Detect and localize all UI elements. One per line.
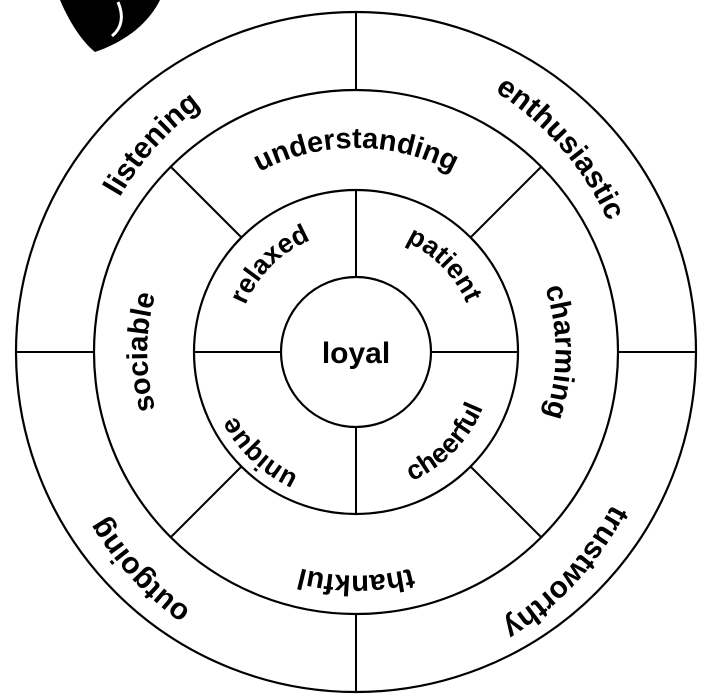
middle-divider-top-right <box>471 167 541 237</box>
middle-word-understanding: understanding <box>248 123 463 179</box>
middle-divider-top-left <box>171 167 241 237</box>
black-curved-shape-icon <box>60 0 160 52</box>
middle-divider-bottom-left <box>171 467 241 537</box>
middle-word-sociable: sociable <box>122 289 162 416</box>
center-label: loyal <box>322 337 390 370</box>
outer-word-enthusiastic: enthusiastic <box>491 70 632 225</box>
middle-word-charming: charming <box>538 281 581 424</box>
inner-word-unique: unique <box>214 413 301 497</box>
outer-word-listening: listening <box>97 86 205 202</box>
inner-word-cheerful: cheerful <box>401 398 489 487</box>
middle-word-thankful: thankful <box>294 562 417 601</box>
middle-divider-bottom-right <box>471 467 541 537</box>
